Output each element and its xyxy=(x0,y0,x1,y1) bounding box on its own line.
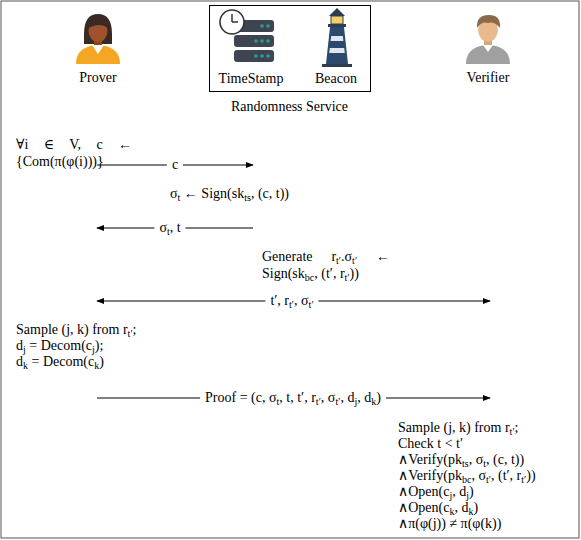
subscript: j xyxy=(466,490,469,501)
participant: Verifier xyxy=(456,8,520,88)
service-part: Beacon xyxy=(304,11,368,89)
verifier-step: ∧Verify(pkbc, σt′, (t′, rt′)) xyxy=(398,468,536,484)
service-box: Randomness ServiceTimeStampBeacon xyxy=(209,5,371,92)
subscript: k xyxy=(469,506,474,517)
verifier-step: ∧Open(ck, dk) xyxy=(398,500,478,516)
node-label: Randomness Service xyxy=(170,99,409,115)
subscript: t′ xyxy=(316,396,321,407)
verifier-step: Sample (j, k) from rt′; xyxy=(398,420,519,436)
subscript: t′ xyxy=(352,255,357,266)
message-label: σt, t xyxy=(154,220,185,236)
subscript: t′ xyxy=(345,272,350,283)
verifier-icon xyxy=(466,15,510,64)
verifier-step: Check t < t′ xyxy=(398,436,463,452)
subscript: t′ xyxy=(336,255,341,266)
subscript: k xyxy=(23,360,28,371)
subscript: k xyxy=(371,396,376,407)
message-arrows xyxy=(97,165,490,398)
subscript: ts xyxy=(244,192,251,203)
subscript: t′ xyxy=(521,474,526,485)
subscript: j xyxy=(92,344,95,355)
subscript: t′ xyxy=(128,328,133,339)
prover-step: dj = Decom(cj); xyxy=(16,338,103,354)
subscript: t xyxy=(483,458,486,469)
subscript: j xyxy=(449,490,452,501)
subscript: t′ xyxy=(510,426,515,437)
subscript: t′ xyxy=(486,474,491,485)
verifier-step: ∧Open(cj, dj) xyxy=(398,484,474,500)
node-label: TimeStamp xyxy=(207,71,295,87)
subscript: t xyxy=(178,192,181,203)
subscript: t′ xyxy=(289,299,294,310)
subscript: t xyxy=(277,396,280,407)
verifier-step: ∧π(φ(j)) ≠ π(φ(k)) xyxy=(398,516,501,532)
prover-icon xyxy=(76,14,120,64)
subscript: t xyxy=(167,226,170,237)
subscript: bc xyxy=(462,474,472,485)
commitment-step: ∀i ∈ V, c ← {Com(π(φ(i)))} xyxy=(16,136,132,170)
prover-step: Sample (j, k) from rt′; xyxy=(16,322,137,338)
message-label: c xyxy=(167,157,183,173)
message-label: Proof = (c, σt, t, t′, rt′, σt′, dj, dk) xyxy=(200,390,386,406)
message-label: t′, rt′, σt′ xyxy=(265,293,318,309)
subscript: j xyxy=(354,396,357,407)
node-label: Beacon xyxy=(294,71,378,87)
subscript: t′ xyxy=(335,396,340,407)
timestamp-icon xyxy=(220,10,274,62)
subscript: t′ xyxy=(309,299,314,310)
node-label: Verifier xyxy=(436,70,540,86)
prover-step: dk = Decom(ck) xyxy=(16,354,104,370)
timestamp-step: σt ← Sign(skts, (c, t)) xyxy=(170,186,289,202)
verifier-step: ∧Verify(pkts, σt, (c, t)) xyxy=(398,452,524,468)
beacon-icon xyxy=(322,8,352,67)
subscript: bc xyxy=(305,272,315,283)
subscript: k xyxy=(449,506,454,517)
beacon-step: Generate rt′.σt′ ← Sign(skbc, (t′, rt′)) xyxy=(262,248,390,282)
node-label: Prover xyxy=(46,70,150,86)
subscript: k xyxy=(94,360,99,371)
subscript: ts xyxy=(462,458,469,469)
subscript: j xyxy=(23,344,26,355)
service-part: TimeStamp xyxy=(217,11,285,89)
participant: Prover xyxy=(66,8,130,88)
